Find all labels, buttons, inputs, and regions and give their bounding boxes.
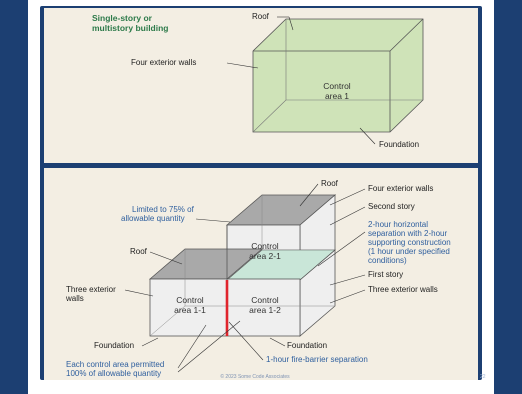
label-foundation-left: Foundation — [94, 341, 134, 350]
top-building-box — [252, 18, 424, 133]
top-label-foundation: Foundation — [379, 140, 419, 149]
left-side-bar — [0, 0, 28, 394]
control-area-1-2-line2: area 1-2 — [249, 305, 281, 315]
label-three-walls-right: Three exterior walls — [368, 285, 438, 294]
label-roof-left: Roof — [130, 247, 148, 256]
control-area-1-line1: Control — [323, 81, 351, 91]
each-area-line2: 100% of allowable quantity — [66, 369, 161, 378]
limited-line1: Limited to 75% of — [132, 205, 195, 214]
label-roof-upper: Roof — [321, 179, 339, 188]
lower-box — [148, 248, 336, 337]
right-side-bar — [494, 0, 522, 394]
three-walls-left-line2: walls — [65, 294, 84, 303]
control-area-2-1-line2: area 2-1 — [249, 251, 281, 261]
separation-line3: supporting construction — [368, 238, 451, 247]
label-second-story: Second story — [368, 202, 415, 211]
top-title-line2: multistory building — [92, 23, 169, 33]
control-area-1-2-line1: Control — [251, 295, 279, 305]
limited-line2: allowable quantity — [121, 214, 185, 223]
top-title-line1: Single-story or — [92, 13, 153, 23]
each-area-line1: Each control area permitted — [66, 360, 164, 369]
label-foundation-right: Foundation — [287, 341, 327, 350]
control-area-2-1-line1: Control — [251, 241, 279, 251]
control-area-1-1-line1: Control — [176, 295, 204, 305]
slide-footer: © 2023 Some Code Associates — [220, 373, 290, 380]
separation-line4: (1 hour under specified — [368, 247, 450, 256]
fire-barrier-label: 1-hour fire-barrier separation — [266, 355, 368, 364]
top-label-walls: Four exterior walls — [131, 58, 196, 67]
top-label-roof: Roof — [252, 12, 270, 21]
separation-line2: separation with 2-hour — [368, 229, 447, 238]
control-area-1-1-line2: area 1-1 — [174, 305, 206, 315]
three-walls-left-line1: Three exterior — [66, 285, 116, 294]
label-four-walls: Four exterior walls — [368, 184, 433, 193]
label-first-story: First story — [368, 270, 403, 279]
separation-line1: 2-hour horizontal — [368, 220, 428, 229]
control-area-1-line2: area 1 — [325, 91, 349, 101]
separation-line5: conditions) — [368, 256, 407, 265]
page-number: 22 — [480, 374, 486, 380]
